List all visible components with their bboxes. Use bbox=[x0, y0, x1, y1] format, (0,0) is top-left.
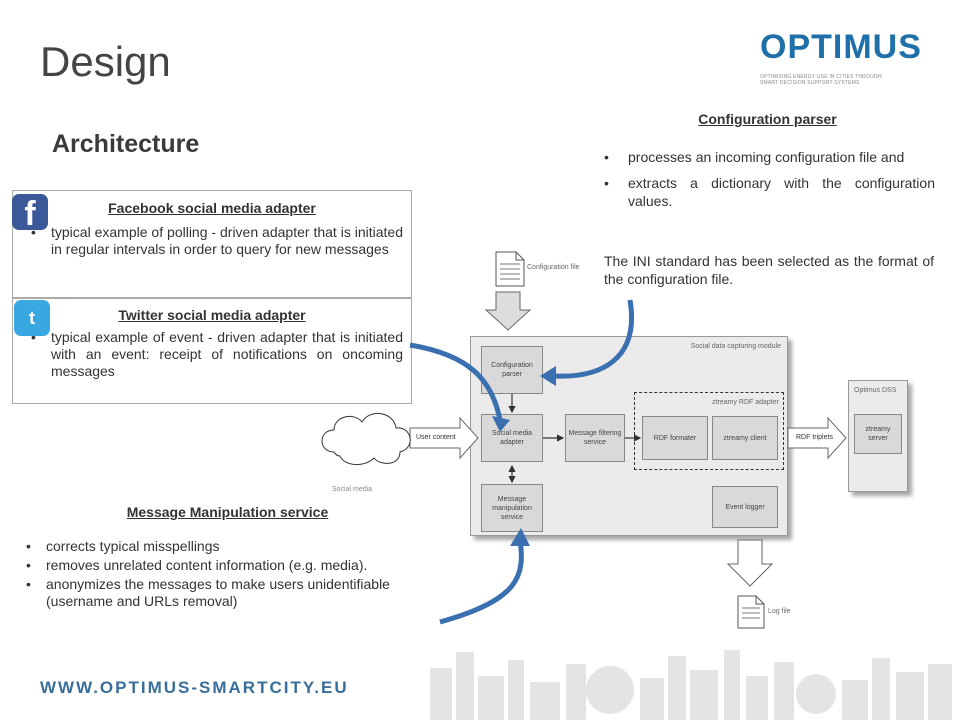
rdf-triplets-label: RDF triplets bbox=[796, 434, 833, 441]
config-file-label: Configuration file bbox=[527, 264, 580, 271]
city-skyline-decoration bbox=[430, 650, 952, 720]
ztreamy-adapter-group: ztreamy RDF adapter bbox=[634, 392, 784, 470]
facebook-adapter-box: Facebook social media adapter typical ex… bbox=[12, 190, 412, 298]
message-manipulation-node: Message manipulation service bbox=[481, 484, 543, 532]
facebook-adapter-bullets: typical example of polling - driven adap… bbox=[13, 224, 411, 258]
social-media-cloud-icon bbox=[321, 413, 411, 465]
footer-url: WWW.OPTIMUS-SMARTCITY.EU bbox=[40, 678, 349, 697]
social-media-label: Social media bbox=[332, 486, 373, 493]
log-file-arrow bbox=[726, 539, 774, 587]
logo-wordmark: OPTIMUS bbox=[760, 28, 922, 66]
config-callout-arrowhead bbox=[540, 366, 556, 386]
twitter-icon: t bbox=[14, 300, 50, 336]
config-parser-title: Configuration parser bbox=[698, 111, 837, 127]
twitter-callout-arrowhead bbox=[492, 416, 510, 432]
manipulation-title: Message Manipulation service bbox=[126, 504, 329, 520]
facebook-adapter-title: Facebook social media adapter bbox=[108, 200, 316, 216]
config-file-arrow bbox=[484, 291, 532, 331]
config-parser-bullets: processes an incoming configuration file… bbox=[600, 148, 935, 218]
message-filtering-node: Message filtering service bbox=[565, 414, 625, 462]
social-media-adapter-node: Social media adapter bbox=[481, 414, 543, 462]
twitter-adapter-box: Twitter social media adapter typical exa… bbox=[12, 298, 412, 404]
module-label: Social data capturing module bbox=[690, 343, 781, 350]
event-logger-node: Event logger bbox=[712, 486, 778, 528]
manipulation-bullet: removes unrelated content information (e… bbox=[8, 557, 428, 574]
slide-subtitle: Architecture bbox=[52, 130, 200, 158]
optimus-dss-label: Optimus DSS bbox=[854, 387, 897, 394]
manipulation-bullets: corrects typical misspellings removes un… bbox=[8, 538, 428, 610]
manipulation-callout-arrowhead bbox=[510, 528, 530, 546]
twitter-adapter-bullet: typical example of event - driven adapte… bbox=[13, 329, 403, 380]
twitter-callout-arrow bbox=[409, 342, 503, 421]
twitter-adapter-bullets: typical example of event - driven adapte… bbox=[13, 329, 411, 380]
twitter-adapter-title: Twitter social media adapter bbox=[118, 307, 306, 323]
ztreamy-adapter-label: ztreamy RDF adapter bbox=[712, 399, 779, 406]
ztreamy-client-node: ztreamy client bbox=[712, 416, 778, 460]
user-content-label: User content bbox=[416, 434, 456, 441]
config-parser-bullet: processes an incoming configuration file… bbox=[600, 148, 935, 166]
rdf-triplets-arrow bbox=[787, 416, 847, 460]
config-parser-bullet: extracts a dictionary with the configura… bbox=[600, 174, 935, 210]
config-callout-arrow bbox=[554, 299, 634, 379]
config-parser-note: The INI standard has been selected as th… bbox=[604, 253, 934, 287]
facebook-adapter-bullet: typical example of polling - driven adap… bbox=[13, 224, 403, 258]
slide-title: Design bbox=[40, 38, 171, 85]
config-parser-node: Configuration parser bbox=[481, 346, 543, 394]
log-file-label: Log file bbox=[768, 608, 791, 615]
manipulation-bullet: anonymizes the messages to make users un… bbox=[8, 576, 428, 610]
logo-tagline: OPTIMISING ENERGY USE IN CITIES THROUGH … bbox=[760, 74, 940, 86]
manipulation-callout-arrow bbox=[439, 539, 524, 625]
facebook-icon: f bbox=[12, 194, 48, 233]
logo-tagline-line-1: OPTIMISING ENERGY USE IN CITIES THROUGH bbox=[760, 74, 882, 80]
rdf-formater-node: RDF formater bbox=[642, 416, 708, 460]
user-content-arrow bbox=[409, 416, 479, 460]
optimus-logo: OPTIMUS OPTIMISING ENERGY USE IN CITIES … bbox=[760, 28, 940, 88]
config-file-icon bbox=[495, 251, 525, 287]
manipulation-bullet: corrects typical misspellings bbox=[8, 538, 428, 555]
log-file-icon bbox=[737, 595, 765, 629]
logo-tagline-line-2: SMART DECISION SUPPORT SYSTEMS bbox=[760, 80, 860, 86]
ztreamy-server-node: ztreamy server bbox=[854, 414, 902, 454]
